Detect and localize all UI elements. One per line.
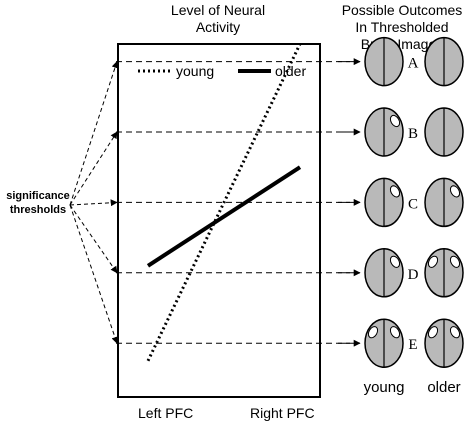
outcome-letter-d: D: [408, 267, 419, 283]
young-brain-d: [364, 248, 404, 298]
young-brain-e: [364, 318, 404, 368]
right-pfc-activation: [449, 185, 461, 198]
activity-title-line2: Activity: [196, 19, 240, 35]
young-column-label: young: [364, 379, 405, 396]
series-layer: [146, 43, 302, 362]
right-pfc-activation: [389, 326, 401, 339]
threshold-arrow: [69, 204, 119, 344]
young-brain-b: [364, 107, 404, 157]
threshold-arrow: [69, 204, 118, 274]
right-pfc-activation: [449, 326, 461, 339]
older-series-line: [146, 165, 302, 268]
legend-older-label: older: [275, 63, 306, 79]
outcomes-title-line2: In Thresholded: [355, 19, 448, 35]
older-column-label: older: [427, 379, 460, 396]
threshold-arrows: [69, 58, 361, 347]
older-brain-e: [424, 318, 464, 368]
threshold-lines: [116, 61, 350, 344]
chart-frame: [117, 43, 321, 398]
significance-label: significance: [6, 190, 70, 202]
outcome-letter-c: C: [408, 196, 418, 212]
right-pfc-activation: [449, 255, 461, 268]
young-brain-c: [364, 177, 404, 228]
outcomes-layer: A B C D E: [364, 36, 464, 368]
outcome-letter-b: B: [408, 126, 418, 142]
left-pfc-activation: [367, 326, 379, 339]
threshold-arrow: [69, 131, 118, 206]
older-brain-d: [424, 248, 464, 298]
left-pfc-activation: [427, 326, 439, 339]
right-pfc-activation: [389, 255, 401, 268]
threshold-arrow: [69, 60, 119, 206]
outcome-letter-e: E: [408, 337, 417, 353]
threshold-arrow: [69, 199, 118, 207]
thresholds-label: thresholds: [10, 204, 66, 216]
right-pfc-activation: [389, 114, 401, 128]
right-pfc-label: Right PFC: [250, 405, 315, 421]
young-series-line: [146, 43, 302, 362]
legend: young older: [138, 63, 306, 79]
young-brain-a: [364, 36, 404, 87]
right-pfc-activation: [389, 185, 401, 198]
left-pfc-label: Left PFC: [138, 405, 193, 421]
older-brain-b: [424, 107, 464, 157]
older-brain-a: [424, 36, 464, 87]
left-pfc-activation: [427, 255, 439, 268]
legend-young-label: young: [176, 63, 214, 79]
outcomes-title-line1: Possible Outcomes: [342, 2, 463, 18]
older-brain-c: [424, 177, 464, 228]
activity-title-line1: Level of Neural: [171, 2, 265, 18]
outcome-letter-a: A: [408, 56, 419, 72]
